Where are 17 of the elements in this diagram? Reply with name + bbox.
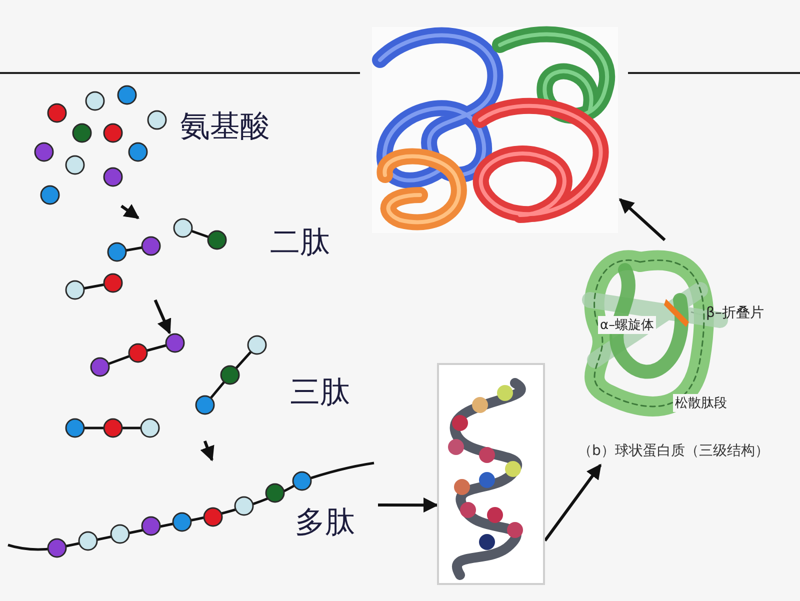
part-label: β–折叠片 [706,304,764,322]
sheet-drawing [663,296,691,328]
arrow [378,498,438,513]
arrow [120,204,140,220]
arrow [200,440,214,462]
part-label: α–螺旋体 [598,316,656,334]
arrow [544,464,602,542]
amino-acid-drawing [33,84,169,206]
part-label: 松散肽段 [673,394,729,412]
stage-label: 三肽 [290,378,350,408]
panel-label: （b）球状蛋白质（三级结构） [578,442,769,460]
arrow [618,198,666,242]
stage-label: 二肽 [270,228,330,258]
stage-label: 氨基酸 [180,112,270,142]
helix-drawing [437,363,545,585]
arrow [154,299,172,334]
stage-label: 多肽 [295,504,355,542]
